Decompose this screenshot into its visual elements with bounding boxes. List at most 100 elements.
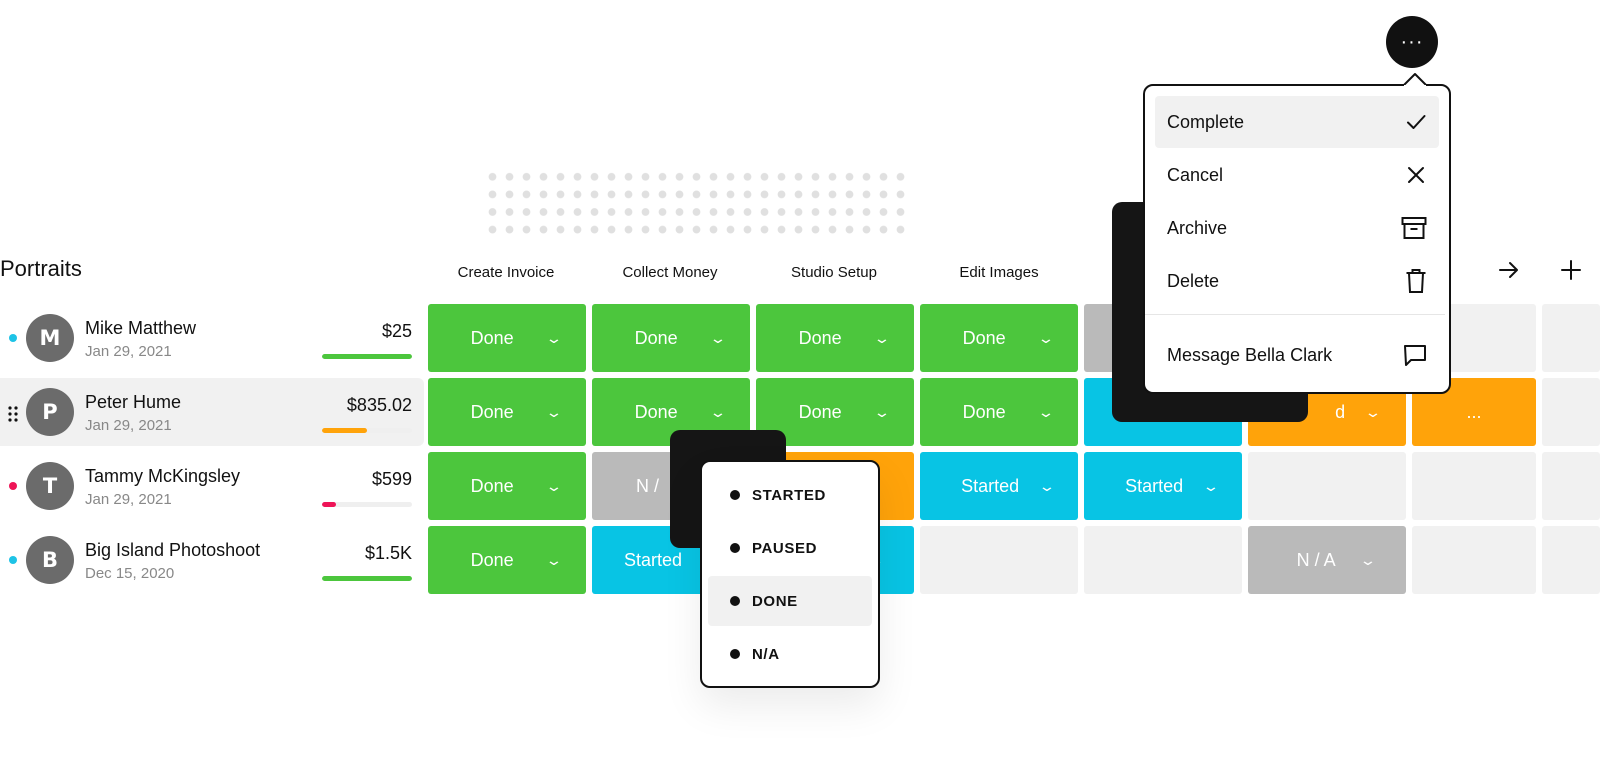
chevron-down-icon: ⌄ bbox=[544, 403, 563, 420]
menu-divider bbox=[1145, 314, 1445, 315]
empty-cell[interactable] bbox=[1084, 526, 1242, 594]
progress-bar bbox=[322, 428, 412, 433]
cell-label: Done bbox=[470, 549, 514, 570]
cell-label: Done bbox=[470, 327, 514, 348]
progress-fill bbox=[322, 354, 412, 359]
progress-bar bbox=[322, 576, 412, 581]
project-date: Dec 15, 2020 bbox=[85, 565, 175, 582]
project-name[interactable]: Big Island Photoshoot bbox=[85, 540, 261, 560]
column-header-studio-setup: Studio Setup bbox=[791, 264, 877, 281]
project-name[interactable]: Tammy McKingsley bbox=[85, 466, 241, 486]
menu-item-complete[interactable]: Complete bbox=[1155, 96, 1439, 148]
status-cell[interactable]: Done ⌄ bbox=[592, 304, 750, 372]
status-option-started[interactable]: STARTED bbox=[708, 470, 872, 520]
archive-icon bbox=[1401, 217, 1427, 239]
status-option-paused[interactable]: PAUSED bbox=[708, 523, 872, 573]
arrow-right-button[interactable] bbox=[1494, 255, 1524, 285]
bullet-icon bbox=[730, 490, 740, 500]
menu-item-label: Delete bbox=[1167, 270, 1220, 291]
cell-label: Started bbox=[624, 549, 683, 570]
project-amount: $835.02 bbox=[346, 395, 412, 415]
status-option-na[interactable]: N/A bbox=[708, 629, 872, 679]
cell-label: Done bbox=[798, 327, 842, 348]
cell-label: Started bbox=[961, 475, 1020, 496]
empty-cell[interactable] bbox=[1542, 452, 1600, 520]
menu-item-message[interactable]: Message Bella Clark bbox=[1155, 329, 1439, 381]
cell-label: d bbox=[1335, 401, 1346, 422]
chevron-down-icon: ⌄ bbox=[872, 329, 891, 346]
avatar: P bbox=[26, 388, 74, 436]
chevron-down-icon: ⌄ bbox=[1036, 403, 1055, 420]
empty-cell[interactable] bbox=[1542, 378, 1600, 446]
status-cell[interactable]: ... bbox=[1412, 378, 1536, 446]
menu-item-label: Cancel bbox=[1167, 164, 1224, 185]
column-header-collect-money: Collect Money bbox=[622, 264, 718, 281]
more-options-button[interactable]: ··· bbox=[1386, 16, 1438, 68]
chevron-down-icon: ⌄ bbox=[1364, 403, 1382, 420]
status-cell[interactable]: Started⌄ bbox=[1084, 452, 1242, 520]
project-amount: $1.5K bbox=[364, 543, 412, 563]
status-cell[interactable]: Started⌄ bbox=[920, 452, 1078, 520]
add-column-button[interactable] bbox=[1556, 255, 1586, 285]
project-name[interactable]: Peter Hume bbox=[85, 392, 182, 412]
status-cell[interactable]: Done⌄ bbox=[920, 304, 1078, 372]
status-option-label: DONE bbox=[752, 592, 798, 610]
status-dot bbox=[9, 482, 17, 490]
avatar: M bbox=[26, 314, 74, 362]
plus-icon bbox=[1561, 260, 1581, 280]
menu-item-cancel[interactable]: Cancel bbox=[1155, 149, 1439, 201]
actions-menu: Complete Cancel Archive Delete Message B… bbox=[1143, 73, 1451, 394]
status-cell[interactable]: Done ⌄ bbox=[756, 304, 914, 372]
avatar: T bbox=[26, 462, 74, 510]
chevron-down-icon: ⌄ bbox=[544, 477, 563, 494]
chevron-down-icon: ⌄ bbox=[1036, 329, 1055, 346]
chevron-down-icon: ⌄ bbox=[708, 329, 727, 346]
empty-cell[interactable] bbox=[1542, 304, 1600, 372]
cell-label: N / bbox=[636, 475, 660, 496]
chevron-down-icon: ⌄ bbox=[544, 551, 563, 568]
empty-cell[interactable] bbox=[1248, 452, 1406, 520]
drag-handle-icon[interactable] bbox=[7, 405, 19, 423]
bullet-icon bbox=[730, 649, 740, 659]
check-icon bbox=[1407, 115, 1426, 129]
status-dropdown: STARTED PAUSED DONE N/A bbox=[700, 460, 880, 688]
cell-label: N / A bbox=[1296, 549, 1336, 570]
progress-fill bbox=[322, 428, 367, 433]
arrow-right-icon bbox=[1499, 262, 1518, 278]
chevron-down-icon: ⌄ bbox=[1202, 477, 1220, 494]
status-option-label: PAUSED bbox=[752, 539, 817, 557]
status-cell[interactable]: N / A⌄ bbox=[1248, 526, 1406, 594]
status-cell[interactable]: Done ⌄ bbox=[920, 378, 1078, 446]
status-option-done[interactable]: DONE bbox=[708, 576, 872, 626]
status-cell[interactable]: Done⌄ bbox=[428, 304, 586, 372]
empty-cell[interactable] bbox=[1542, 526, 1600, 594]
progress-fill bbox=[322, 576, 412, 581]
cell-label: Done bbox=[470, 475, 514, 496]
menu-item-label: Archive bbox=[1167, 217, 1228, 238]
menu-item-delete[interactable]: Delete bbox=[1155, 255, 1439, 307]
cell-label: Done bbox=[634, 327, 678, 348]
menu-item-label: Complete bbox=[1167, 111, 1245, 132]
status-cell[interactable]: Done ⌄ bbox=[428, 452, 586, 520]
column-header-create-invoice: Create Invoice bbox=[457, 264, 555, 281]
menu-item-label: Message Bella Clark bbox=[1167, 344, 1333, 365]
status-cell[interactable]: Done ⌄ bbox=[428, 526, 586, 594]
status-dot bbox=[9, 334, 17, 342]
status-option-label: N/A bbox=[752, 645, 780, 663]
more-icon: ··· bbox=[1400, 30, 1424, 53]
bullet-icon bbox=[730, 596, 740, 606]
status-cell[interactable]: Done⌄ bbox=[756, 378, 914, 446]
project-date: Jan 29, 2021 bbox=[85, 343, 172, 360]
status-cell[interactable]: Done⌄ bbox=[428, 378, 586, 446]
status-option-label: STARTED bbox=[752, 486, 826, 504]
empty-cell[interactable] bbox=[920, 526, 1078, 594]
empty-cell[interactable] bbox=[1412, 526, 1536, 594]
project-date: Jan 29, 2021 bbox=[85, 491, 172, 508]
empty-cell[interactable] bbox=[1412, 452, 1536, 520]
cell-label: Done bbox=[962, 401, 1006, 422]
avatar: B bbox=[26, 536, 74, 584]
project-date: Jan 29, 2021 bbox=[85, 417, 172, 434]
menu-item-archive[interactable]: Archive bbox=[1155, 202, 1439, 254]
cell-label: ... bbox=[1466, 401, 1482, 422]
project-name[interactable]: Mike Matthew bbox=[85, 318, 197, 338]
